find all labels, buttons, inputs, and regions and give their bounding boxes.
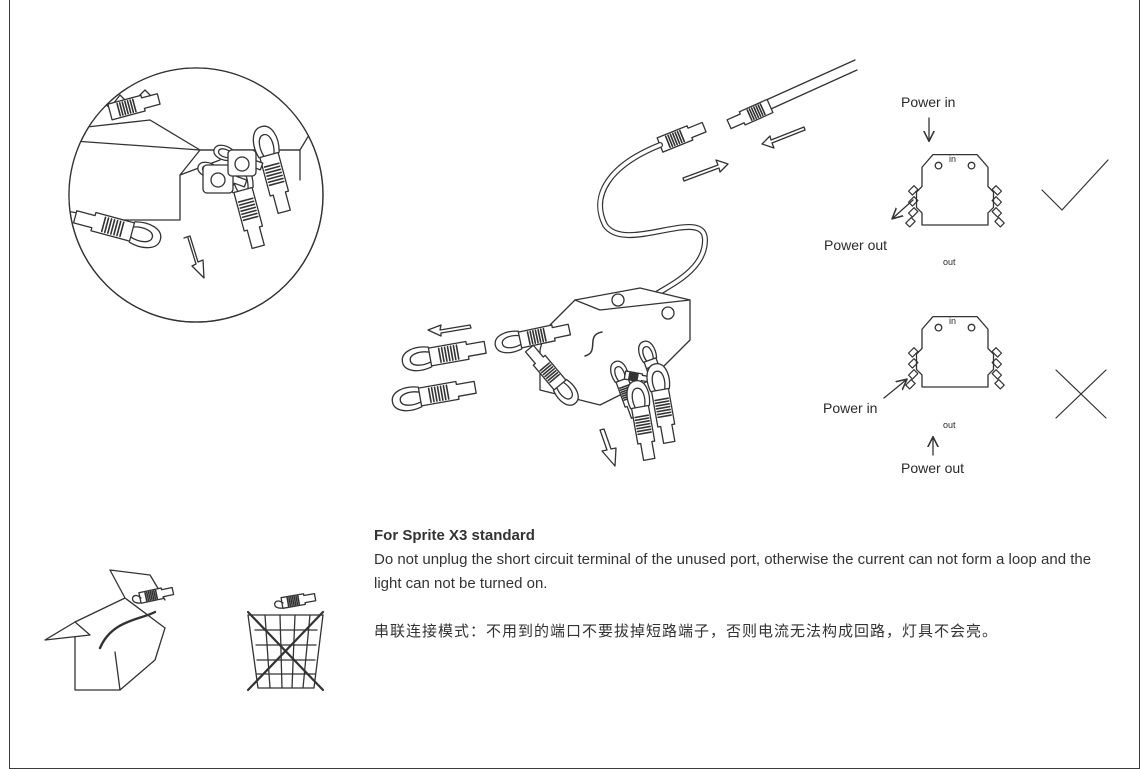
note-body-english: Do not unplug the short circuit terminal… [374, 551, 1092, 592]
note-body-chinese: 串联连接模式：不用到的端口不要拔掉短路端子，否则电流无法构成回路，灯具不会亮。 [374, 622, 999, 640]
instruction-note: For Sprite X3 standard Do not unplug the… [374, 527, 1094, 644]
power-in-label: Power in [823, 400, 878, 416]
note-heading: For Sprite X3 standard [374, 527, 535, 544]
detail-magnifier [60, 60, 330, 322]
cross-mark-icon [1056, 370, 1106, 418]
port-out-label: out [943, 257, 956, 267]
storage-box-icon [45, 570, 175, 690]
check-mark-icon [1042, 160, 1108, 210]
port-in-label: in [949, 154, 957, 164]
port-out-label: out [943, 420, 956, 430]
power-out-label: Power out [824, 237, 888, 253]
main-assembly [390, 60, 857, 466]
no-trash-icon [248, 591, 323, 690]
port-in-label: in [949, 316, 957, 326]
correct-connection-diagram [893, 118, 1005, 227]
wrong-connection-diagram [884, 316, 1005, 455]
power-out-label: Power out [901, 460, 965, 476]
power-in-label: Power in [901, 94, 956, 110]
